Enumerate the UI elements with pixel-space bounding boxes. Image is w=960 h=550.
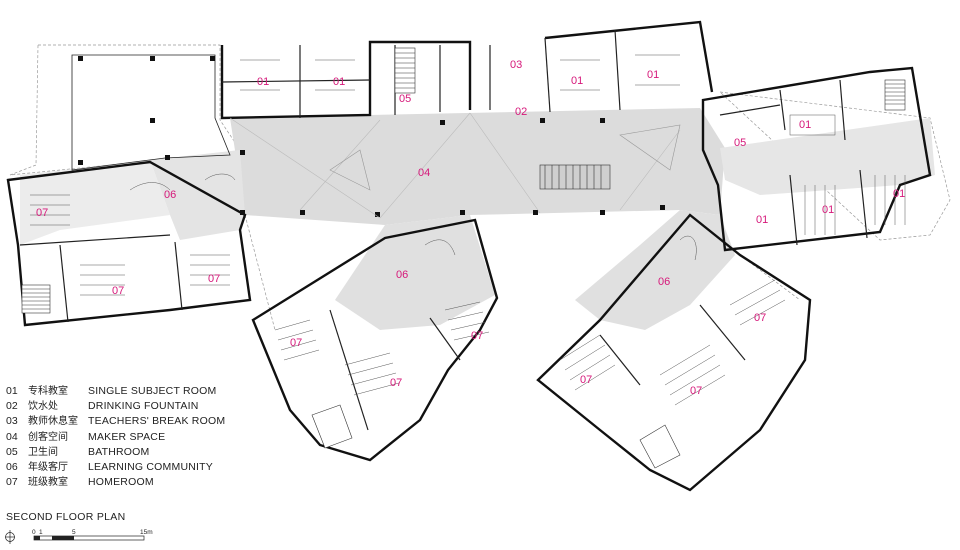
- legend-en: MAKER SPACE: [88, 430, 166, 443]
- room-label-07: 07: [208, 273, 220, 285]
- legend-item: 01 专科教室 SINGLE SUBJECT ROOM: [6, 384, 225, 399]
- legend-en: BATHROOM: [88, 445, 150, 458]
- room-label-01: 01: [756, 214, 768, 226]
- room-label-07: 07: [36, 207, 48, 219]
- building-walls: [6, 20, 932, 492]
- room-label-01: 01: [822, 204, 834, 216]
- scale-label: 15m: [140, 529, 153, 536]
- room-label-03: 03: [510, 59, 522, 71]
- legend-en: DRINKING FOUNTAIN: [88, 400, 199, 413]
- columns: [78, 56, 665, 217]
- room-label-05: 05: [399, 93, 411, 105]
- scale-bar-graphic: [5, 530, 145, 544]
- stairs: [21, 47, 906, 469]
- room-labels: 01 01 01 01 01 01 01 01 02 03 04 05 05 0…: [36, 59, 905, 397]
- room-label-06: 06: [396, 269, 408, 281]
- legend-num: 04: [6, 430, 18, 443]
- legend-item: 02 饮水处 DRINKING FOUNTAIN: [6, 399, 225, 414]
- room-label-07: 07: [580, 374, 592, 386]
- room-label-01: 01: [799, 119, 811, 131]
- open-terrace: [71, 54, 231, 171]
- room-label-06: 06: [658, 276, 670, 288]
- room-label-07: 07: [390, 377, 402, 389]
- room-label-07: 07: [754, 312, 766, 324]
- legend-zh: 创客空间: [28, 431, 68, 443]
- legend-item: 06 年级客厅 LEARNING COMMUNITY: [6, 460, 225, 475]
- room-label-01: 01: [647, 69, 659, 81]
- furniture: [30, 54, 906, 406]
- room-label-04: 04: [418, 167, 430, 179]
- legend-en: TEACHERS' BREAK ROOM: [88, 415, 226, 428]
- room-label-07: 07: [471, 330, 483, 342]
- circulation-area: [20, 108, 935, 330]
- legend-zh: 专科教室: [28, 386, 68, 397]
- legend-item: 04 创客空间 MAKER SPACE: [6, 430, 225, 445]
- legend-en: LEARNING COMMUNITY: [88, 460, 213, 473]
- legend-en: SINGLE SUBJECT ROOM: [88, 385, 217, 397]
- legend-zh: 卫生间: [28, 446, 58, 458]
- room-label-05: 05: [734, 137, 746, 149]
- legend-zh: 班级教室: [28, 477, 68, 489]
- legend-zh: 年级客厅: [28, 461, 68, 473]
- legend-item: 07 班级教室 HOMEROOM: [6, 475, 225, 490]
- scale-label: 5: [72, 529, 76, 536]
- scale-label: 0: [32, 529, 36, 536]
- room-label-07: 07: [690, 385, 702, 397]
- scale-label: 1: [39, 529, 43, 536]
- room-label-01: 01: [333, 76, 345, 88]
- room-label-02: 02: [515, 106, 527, 118]
- legend-num: 02: [6, 400, 18, 413]
- room-label-01: 01: [571, 75, 583, 87]
- room-label-07: 07: [290, 337, 302, 349]
- legend-num: 03: [6, 415, 18, 428]
- legend-num: 06: [6, 460, 18, 473]
- legend-item: 05 卫生间 BATHROOM: [6, 445, 225, 460]
- legend-num: 05: [6, 445, 18, 458]
- room-label-01: 01: [893, 188, 905, 200]
- scale-bar: 0 1 5 15m: [5, 529, 153, 544]
- legend: 01 专科教室 SINGLE SUBJECT ROOM 02 饮水处 DRINKING F…: [6, 384, 225, 490]
- legend-item: 03 教师休息室 TEACHERS' BREAK ROOM: [6, 414, 225, 429]
- partitions: [19, 29, 868, 431]
- legend-zh: 饮水处: [28, 401, 58, 413]
- room-label-01: 01: [257, 76, 269, 88]
- room-label-06: 06: [164, 189, 176, 201]
- legend-num: 01: [6, 385, 18, 397]
- legend-num: 07: [6, 476, 18, 489]
- plan-title: SECOND FLOOR PLAN: [6, 511, 126, 523]
- legend-zh: 教师休息室: [28, 416, 78, 428]
- legend-en: HOMEROOM: [88, 476, 154, 489]
- room-label-07: 07: [112, 285, 124, 297]
- maker-space-lines: [229, 112, 681, 219]
